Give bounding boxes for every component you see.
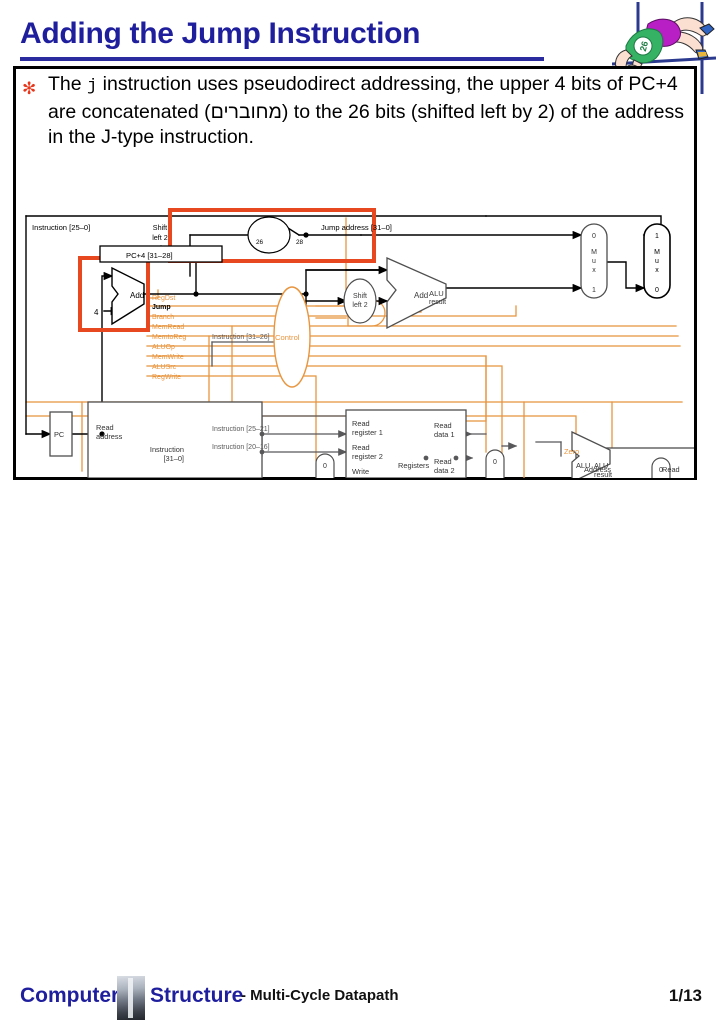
control-signal-regwrite: RegWrite bbox=[152, 374, 181, 381]
svg-text:26: 26 bbox=[638, 40, 650, 52]
label-instruction-31-0-2: [31–0] bbox=[163, 454, 184, 463]
footer-brand-word1: Computer bbox=[20, 984, 120, 1007]
footer-subtitle: - Multi-Cycle Datapath bbox=[241, 987, 399, 1004]
label-bits-26: 26 bbox=[256, 239, 264, 246]
mux-alu-src-block bbox=[485, 449, 505, 478]
label-read-address-1: Read bbox=[96, 423, 114, 432]
control-signal-jump: Jump bbox=[152, 304, 171, 311]
label-control: Control bbox=[275, 333, 300, 342]
mux-memtoreg-block bbox=[651, 457, 671, 478]
mux-right-input-0: 0 bbox=[655, 287, 659, 294]
label-shift-branch-2: left 2 bbox=[352, 302, 367, 309]
shift-left-2-branch-block bbox=[343, 278, 377, 324]
label-alu-result-b1: ALU bbox=[594, 461, 608, 470]
label-alu: ALU bbox=[576, 461, 590, 470]
datapath-svg: Instruction [25–0] 26 28 Shift left 2 Ju… bbox=[25, 208, 694, 478]
mux-small3-0: 0 bbox=[659, 467, 663, 474]
label-pc: PC bbox=[54, 430, 65, 439]
diagram-labels: Instruction [25–0] 26 28 Shift left 2 Ju… bbox=[32, 223, 680, 478]
label-read-data-1b: data 1 bbox=[434, 430, 455, 439]
jump-address-highlight-box bbox=[168, 208, 376, 263]
mux-small2-0: 0 bbox=[493, 459, 497, 466]
label-read-register-2a: Read bbox=[352, 443, 370, 452]
pc-adder-block bbox=[111, 266, 145, 326]
svg-text:u: u bbox=[592, 258, 596, 265]
page-number: 1/13 bbox=[668, 986, 702, 1005]
label-jump-address: Jump address [31–0] bbox=[321, 223, 392, 232]
label-instruction-25-0: Instruction [25–0] bbox=[32, 223, 90, 232]
bullet-text: The j instruction uses pseudodirect addr… bbox=[48, 72, 704, 151]
bullet-text-part2: instruction uses pseudodirect addressing… bbox=[48, 73, 678, 123]
footer-logo-image bbox=[117, 976, 145, 1020]
svg-text:x: x bbox=[655, 267, 659, 274]
label-write-register: Write bbox=[352, 467, 369, 476]
label-shift-left-2-jump: Shift bbox=[153, 223, 167, 232]
mux-small-0: 0 bbox=[323, 463, 327, 470]
label-read-address-2: address bbox=[96, 432, 123, 441]
datapath-diagram: Instruction [25–0] 26 28 Shift left 2 Ju… bbox=[16, 206, 694, 478]
label-read-register-1b: register 1 bbox=[352, 428, 383, 437]
control-unit-block bbox=[273, 286, 311, 388]
wire-junctions bbox=[99, 232, 309, 437]
label-alu-result-2: result bbox=[429, 299, 446, 306]
alu-block bbox=[571, 430, 611, 478]
pc-plus-4-label-box bbox=[99, 245, 223, 263]
svg-text:M: M bbox=[591, 249, 597, 256]
bullet-text-part3: ) to the 26 bits (shifted left by 2) of … bbox=[48, 100, 685, 149]
svg-text:x: x bbox=[592, 267, 596, 274]
label-instruction-20-16: Instruction [20–16] bbox=[212, 444, 270, 451]
label-read-data-2b: data 2 bbox=[434, 466, 455, 475]
mux-jump-select-block bbox=[643, 223, 671, 299]
label-read-mem: Read bbox=[662, 465, 680, 474]
mux-write-register-block bbox=[315, 453, 335, 478]
label-read-data-2a: Read bbox=[434, 457, 452, 466]
hebrew-gloss: מחוברים bbox=[210, 100, 282, 123]
pc-register-block bbox=[49, 411, 73, 457]
mux-pc-source-block bbox=[580, 223, 608, 299]
label-instruction-31-26: Instruction [31–26] bbox=[212, 334, 270, 341]
label-alu-result-b2: result bbox=[594, 470, 612, 478]
branch-adder-block bbox=[386, 257, 447, 330]
label-bits-28: 28 bbox=[296, 239, 304, 246]
label-pc-plus-4: PC+4 [31–28] bbox=[126, 251, 173, 260]
control-signal-regdst: RegDst bbox=[152, 295, 175, 302]
label-read-register-2b: register 2 bbox=[352, 452, 383, 461]
footer-brand-word2: Structure bbox=[150, 984, 244, 1007]
label-read-data-1a: Read bbox=[434, 421, 452, 430]
jump-instruction-code: j bbox=[87, 77, 98, 96]
bullet-marker-icon: ✻ bbox=[22, 79, 37, 98]
label-address: Address bbox=[584, 465, 611, 474]
label-const-4: 4 bbox=[94, 308, 99, 317]
instruction-memory-block bbox=[87, 401, 263, 478]
label-shift-left-2-jump-2: left 2 bbox=[152, 233, 168, 242]
mux-left-input-1: 1 bbox=[592, 287, 596, 294]
control-signal-alusrc: ALUSrc bbox=[152, 364, 177, 371]
label-add-pc: Add bbox=[130, 291, 144, 300]
label-shift-branch-1: Shift bbox=[353, 293, 367, 300]
svg-text:M: M bbox=[654, 249, 660, 256]
footer: Computer Structure - Multi-Cycle Datapat… bbox=[0, 484, 720, 1020]
label-add-branch: Add bbox=[414, 291, 428, 300]
control-signal-branch: Branch bbox=[152, 314, 174, 321]
label-registers: Registers bbox=[398, 461, 430, 470]
svg-text:u: u bbox=[655, 258, 659, 265]
control-signal-memwrite: MemWrite bbox=[152, 354, 184, 361]
label-instruction-31-0-1: Instruction bbox=[150, 445, 184, 454]
control-signal-memtoreg: MemtoReg bbox=[152, 334, 186, 341]
registers-block bbox=[345, 409, 467, 478]
label-read-register-1a: Read bbox=[352, 419, 370, 428]
mux-left-input-0: 0 bbox=[592, 233, 596, 240]
bullet-text-part1: The bbox=[48, 73, 88, 95]
control-signal-aluop: ALUOp bbox=[152, 344, 175, 351]
page-title: Adding the Jump Instruction bbox=[20, 17, 421, 50]
label-zero: Zero bbox=[564, 447, 579, 456]
mux-right-input-1: 1 bbox=[655, 233, 659, 240]
title-underline bbox=[20, 57, 544, 61]
control-signal-memread: MemRead bbox=[152, 324, 184, 331]
label-alu-result-1: ALU bbox=[429, 289, 444, 298]
shift-left-2-jump-block bbox=[247, 216, 291, 254]
label-instruction-25-21: Instruction [25–21] bbox=[212, 426, 270, 433]
